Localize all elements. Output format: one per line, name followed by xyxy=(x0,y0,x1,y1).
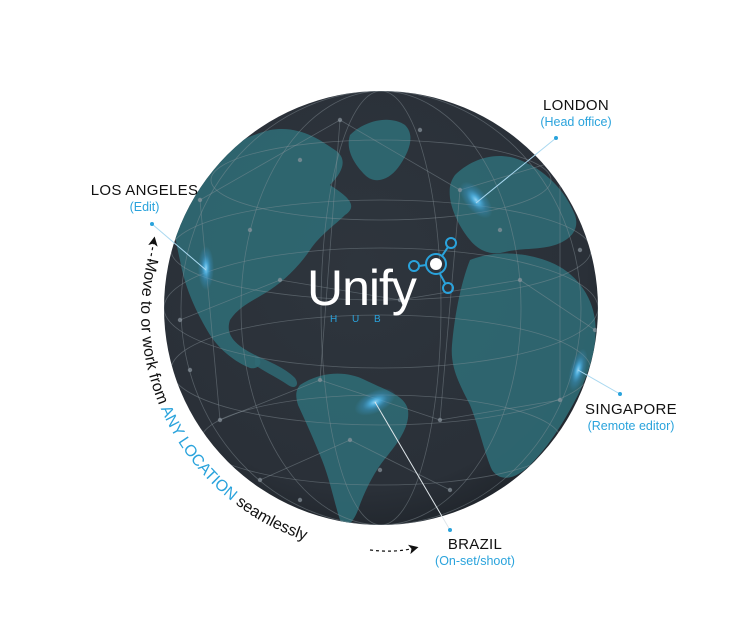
molecule-node-icon xyxy=(408,237,457,294)
central-america-landmass xyxy=(255,355,298,388)
city-role: (Remote editor) xyxy=(587,419,675,434)
arrow-right-icon xyxy=(369,544,419,555)
label-london: LONDON (Head office) xyxy=(526,97,626,130)
city-name: LONDON xyxy=(543,97,609,114)
unify-hub-logo: Unify H U B xyxy=(307,237,457,325)
city-name: BRAZIL xyxy=(447,536,503,553)
europe-landmass xyxy=(449,155,577,254)
logo-wordmark: Unify xyxy=(307,260,417,316)
hotspot-london xyxy=(459,181,493,219)
greenland-landmass xyxy=(348,119,411,181)
city-role: (On-set/shoot) xyxy=(435,554,515,569)
city-role: (Head office) xyxy=(540,115,612,130)
city-name: LOS ANGELES xyxy=(90,182,199,199)
africa-landmass xyxy=(451,253,596,478)
city-role: (Edit) xyxy=(129,200,160,215)
city-name: SINGAPORE xyxy=(585,401,677,418)
label-los-angeles: LOS ANGELES (Edit) xyxy=(82,182,207,215)
leader-lines xyxy=(150,136,622,532)
hotspot-los-angeles xyxy=(198,246,214,290)
logo-subtitle: H U B xyxy=(330,314,387,325)
label-brazil: BRAZIL (On-set/shoot) xyxy=(420,536,530,569)
label-singapore: SINGAPORE (Remote editor) xyxy=(572,401,690,434)
arrow-up-icon xyxy=(148,236,158,263)
north-america-landmass xyxy=(174,129,352,369)
